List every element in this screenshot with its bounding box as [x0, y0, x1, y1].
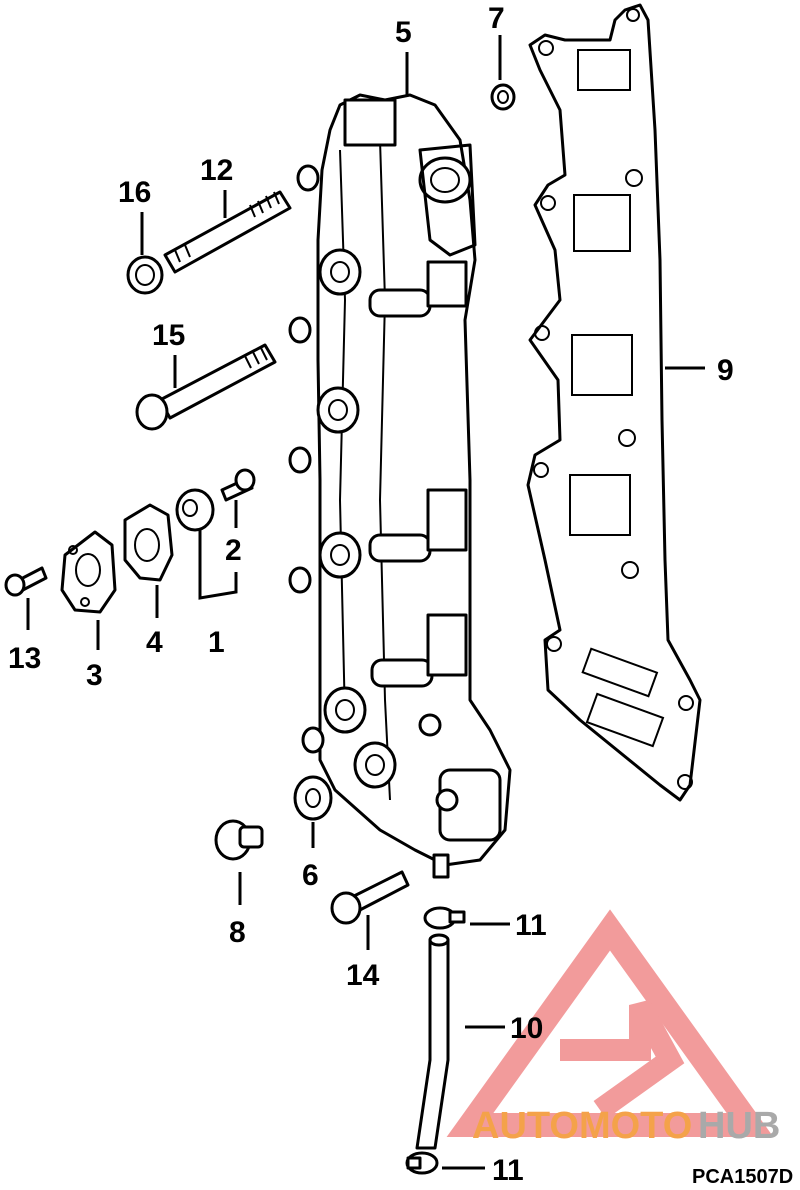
- callout-16: 16: [118, 176, 151, 209]
- flange-bolt-part: [330, 870, 410, 925]
- small-bolt-part: [220, 468, 256, 502]
- long-bolt-part: [135, 343, 277, 431]
- callout-4: 4: [146, 626, 163, 659]
- stud-part: [163, 190, 292, 274]
- hose-clamp-upper-part: [423, 906, 466, 930]
- figure-code: PCA1507D: [692, 1166, 793, 1188]
- watermark-text-orange: AUTOMOTO: [472, 1105, 692, 1147]
- callout-3: 3: [86, 659, 103, 692]
- hose-part: [415, 933, 450, 1150]
- callout-11-upper: 11: [515, 909, 547, 942]
- small-gasket-part: [123, 503, 174, 582]
- callout-14: 14: [346, 959, 380, 992]
- grommet-part: [175, 488, 215, 532]
- gasket-part: [526, 3, 702, 802]
- callout-9: 9: [717, 354, 734, 387]
- nut-part: [490, 83, 516, 111]
- callout-13: 13: [8, 642, 41, 675]
- plug-part: [214, 819, 264, 861]
- hose-clamp-lower-part: [405, 1151, 439, 1175]
- cover-bolt-part: [4, 566, 48, 597]
- callout-5: 5: [395, 16, 412, 49]
- cover-plate-part: [60, 530, 117, 614]
- callout-10: 10: [510, 1012, 543, 1045]
- callout-1: 1: [208, 626, 225, 659]
- watermark-text-gray: HUB: [698, 1105, 780, 1147]
- callout-8: 8: [229, 916, 246, 949]
- callout-7: 7: [488, 2, 505, 35]
- callout-15: 15: [152, 319, 185, 352]
- manifold-body-part: [288, 93, 512, 879]
- leader-lines: [26, 35, 705, 1170]
- flange-nut-part: [126, 255, 164, 295]
- callout-12: 12: [200, 154, 233, 187]
- watermark-logo: [446, 909, 774, 1137]
- callout-2: 2: [225, 534, 242, 567]
- callout-6: 6: [302, 859, 319, 892]
- callout-11-lower: 11: [492, 1154, 524, 1187]
- washer-part: [293, 775, 333, 821]
